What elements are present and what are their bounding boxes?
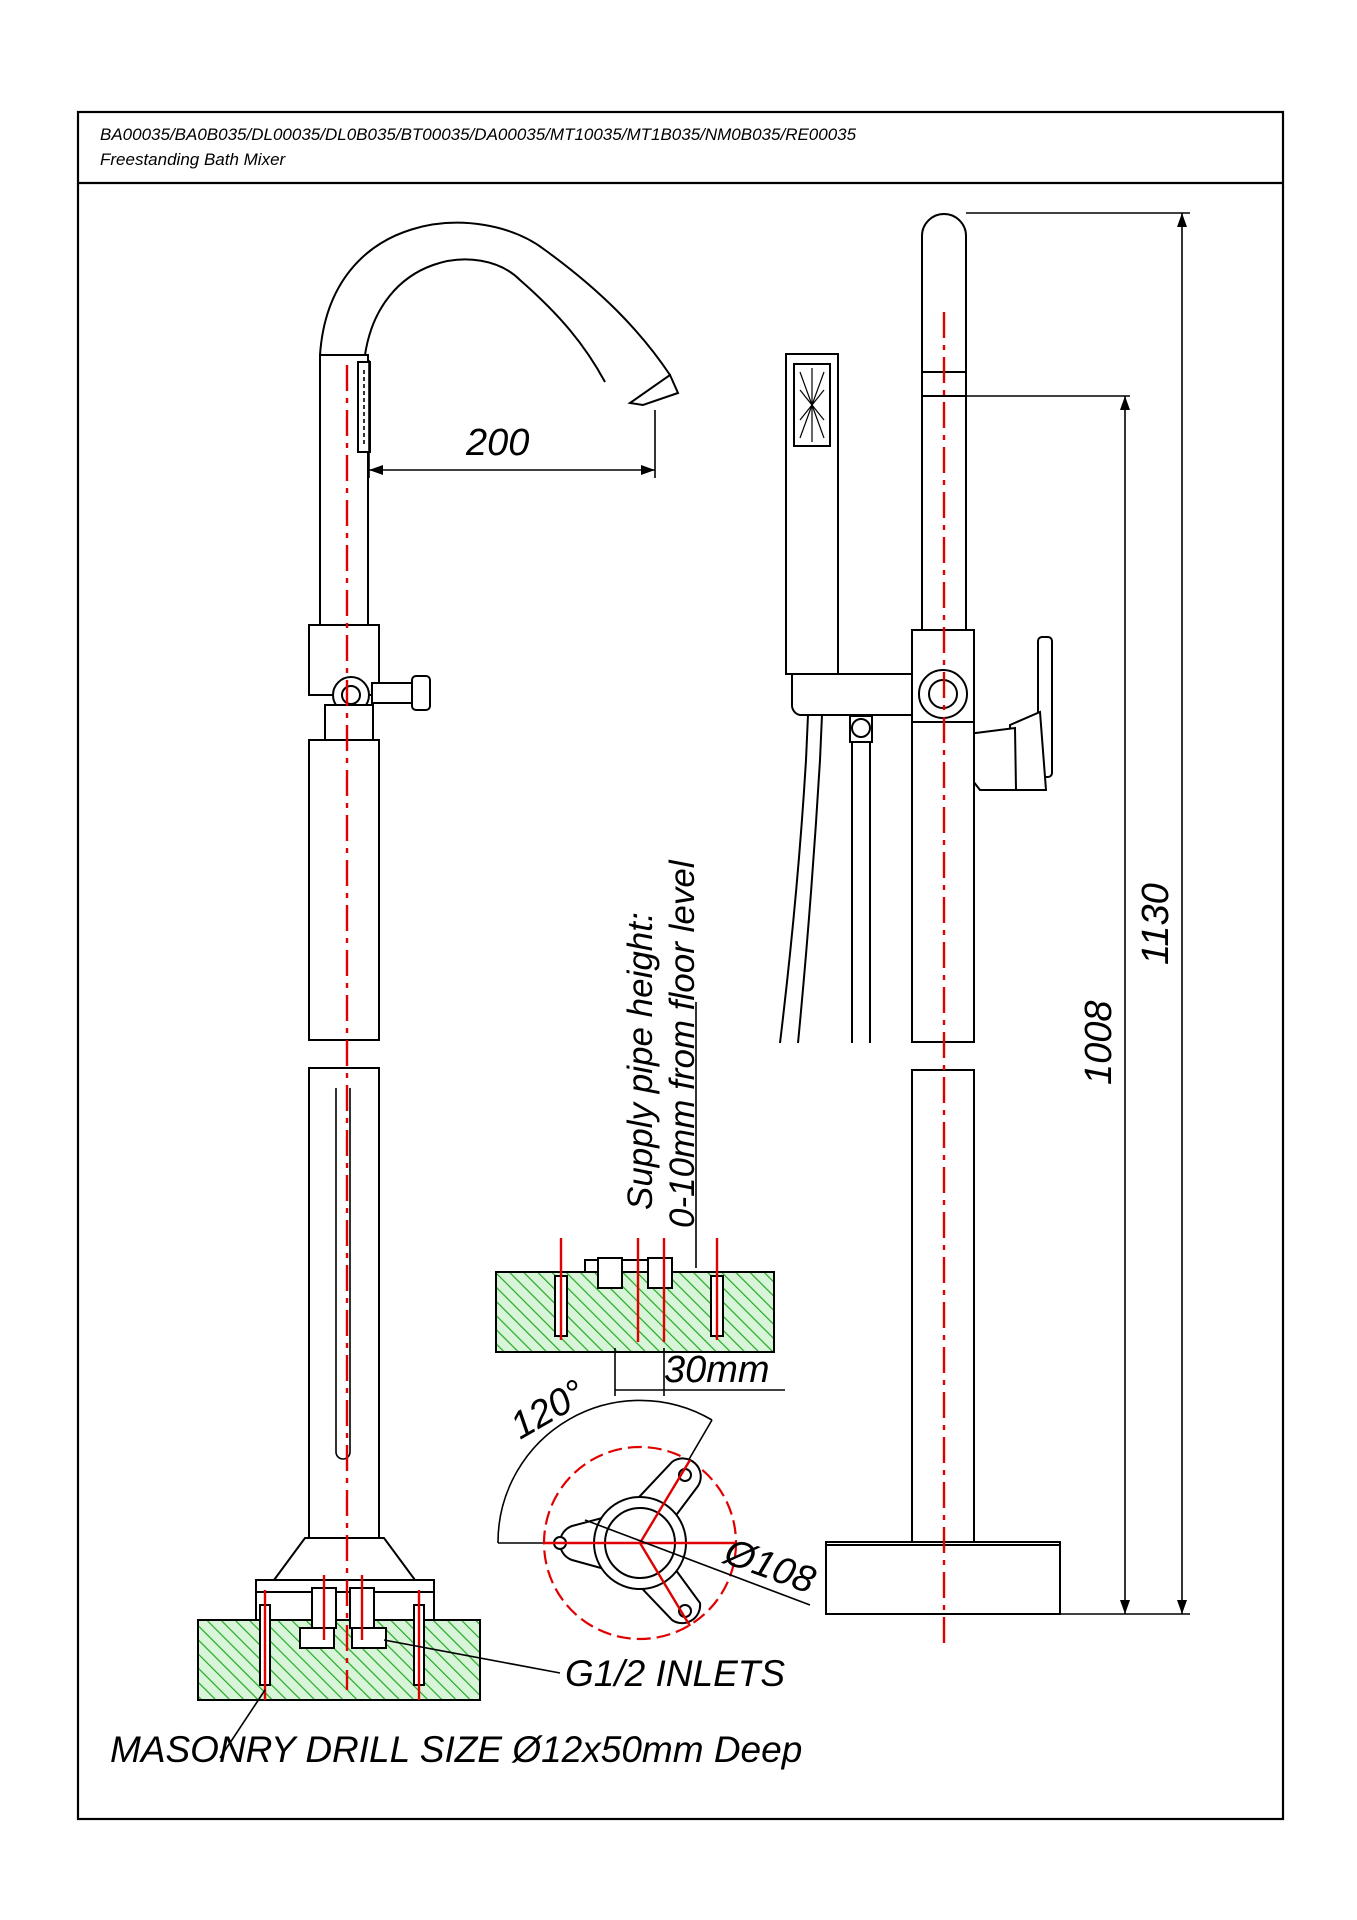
front-view: 200 [197, 221, 680, 1701]
dim-spout-reach: 200 [465, 422, 529, 464]
lower-tube-upper [308, 739, 380, 1041]
handset-nozzle-grid [799, 368, 825, 442]
supply-hose [851, 742, 871, 1043]
plan-cl-bottom [638, 1542, 692, 1627]
body-collar [324, 704, 374, 741]
note-drill: MASONRY DRILL SIZE Ø12x50mm Deep [110, 1729, 802, 1770]
masonry-block-detail [495, 1271, 775, 1353]
base-plate [255, 1579, 435, 1593]
inlet-nut-right [351, 1627, 387, 1649]
note-supply-line1: Supply pipe height: [621, 912, 660, 1210]
angle-arc [497, 1399, 713, 1544]
inlet-nut-left [299, 1627, 335, 1649]
dim-outlet-height: 1008 [1078, 1000, 1120, 1085]
spout-inner-curve [364, 258, 606, 383]
floor-flange [255, 1591, 435, 1621]
handset-holder-bore [341, 685, 361, 705]
inlets-leader [383, 1639, 561, 1674]
bolt-circle [542, 1445, 738, 1641]
shower-hose-outer [779, 714, 809, 1044]
shower-hose-inner [797, 714, 823, 1044]
lever-stem [371, 682, 413, 704]
masonry-block-front [197, 1619, 481, 1701]
dim-overall-height: 1130 [1135, 883, 1177, 965]
hose-connector-nut [851, 718, 871, 738]
drawing-frame [76, 110, 1285, 1821]
detail-pipe-right [647, 1257, 673, 1289]
side-handset-holder [790, 673, 913, 716]
supply-pipe-detail: 30mm [495, 1002, 785, 1396]
diameter-leader [584, 1519, 811, 1606]
base-plan-detail: 120° Ø108 [497, 1372, 821, 1641]
spout-outlet-tip [627, 373, 680, 407]
lever-knob [411, 675, 431, 711]
base-cone [272, 1537, 417, 1581]
side-view: 1130 1008 [779, 212, 1190, 1650]
product-name: Freestanding Bath Mixer [100, 150, 287, 169]
product-codes: BA00035/BA0B035/DL00035/DL0B035/BT00035/… [100, 125, 857, 144]
spout-outer-curve [319, 221, 671, 376]
lower-tube-lower [308, 1067, 380, 1539]
detail-pipe-left [597, 1257, 623, 1289]
plan-cl-top [638, 1459, 692, 1544]
dim-inlet-spacing: 30mm [664, 1349, 770, 1391]
note-inlets: G1/2 INLETS [565, 1653, 785, 1694]
tube-internal-slot [335, 1088, 351, 1460]
note-supply-line2: 0-10mm from floor level [663, 859, 702, 1228]
dim-bracket-angle: 120° [504, 1372, 593, 1448]
dim-base-diameter: Ø108 [717, 1530, 821, 1602]
drill-leader [219, 1689, 266, 1759]
